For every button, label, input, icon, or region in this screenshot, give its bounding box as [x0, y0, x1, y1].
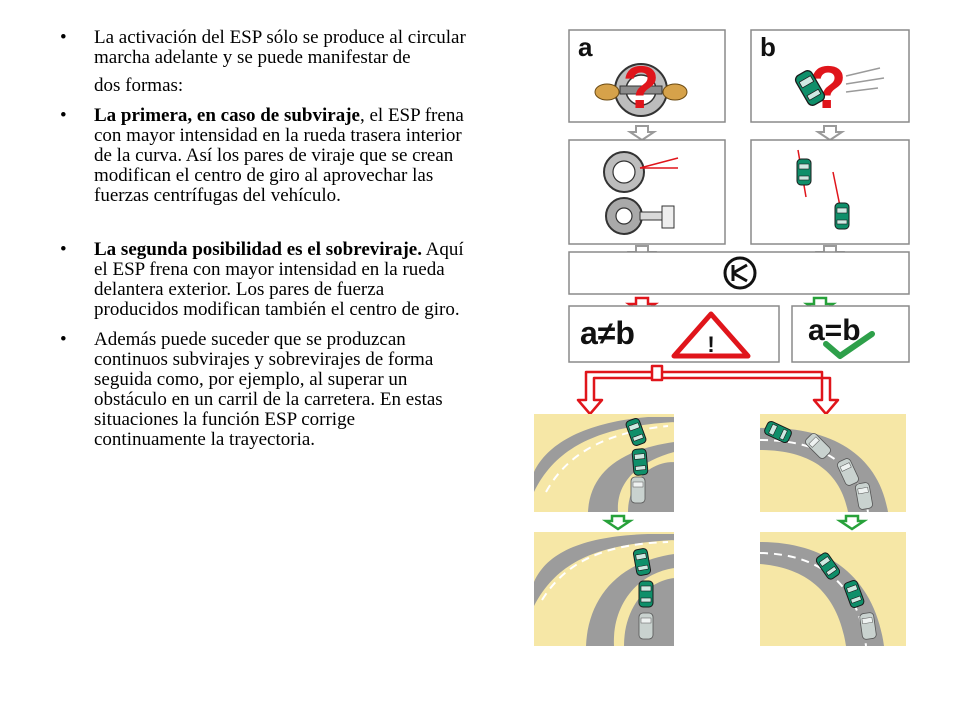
- bullet-intro-continuation: dos formas:: [94, 75, 184, 96]
- road-scene-top-left: [534, 414, 674, 512]
- arrow-down-icon: [814, 125, 846, 142]
- motion-lines-icon: [845, 67, 885, 93]
- bullet-sobreviraje-text: Aquí el ESP frena con mayor intensidad e…: [94, 239, 464, 320]
- hands-icon: [594, 83, 688, 101]
- bullet-sobreviraje-bold: La segunda posibilidad es el sobreviraje…: [94, 239, 422, 260]
- warning-triangle-icon: !: [671, 311, 751, 359]
- compare-unequal-label: a≠b: [580, 315, 635, 351]
- bullet-intro: • La activación del ESP sólo se produce …: [56, 28, 468, 68]
- green-arrow-icon: [601, 514, 635, 531]
- panel-a: a ?: [568, 29, 726, 123]
- control-unit-panel: [568, 251, 910, 295]
- control-unit-icon: [723, 256, 757, 290]
- bullet-ademas-text: Además puede suceder que se produzcan co…: [94, 329, 443, 450]
- bullet-symbol: •: [60, 239, 67, 260]
- arrow-down-icon: [626, 125, 658, 142]
- esp-diagram: a ? b ?: [528, 22, 918, 648]
- panel-b-yaw: [750, 139, 910, 245]
- bullet-sobreviraje: • La segunda posibilidad es el sobrevira…: [56, 240, 468, 320]
- label-a: a: [578, 32, 593, 62]
- esp-diagram-svg: a ? b ?: [534, 29, 910, 647]
- bullet-symbol: •: [60, 329, 67, 350]
- bullet-ademas: • Además puede suceder que se produzcan …: [56, 330, 468, 450]
- slide-text: • La activación del ESP sólo se produce …: [56, 28, 468, 450]
- road-scene-top-right: [759, 414, 906, 513]
- check-icon: [823, 331, 875, 359]
- bullet-intro-text: La activación del ESP sólo se produce al…: [94, 27, 466, 68]
- panel-b: b ?: [750, 29, 910, 123]
- steering-angle-icon: [603, 151, 679, 193]
- panel-b-frame: [750, 29, 910, 123]
- bullet-subviraje: • La primera, en caso de subviraje, el E…: [56, 106, 468, 206]
- bullet-subviraje-bold: La primera, en caso de subviraje: [94, 105, 360, 126]
- bullet-symbol: •: [60, 105, 67, 126]
- road-scene-bottom-left: [534, 532, 674, 646]
- panel-equal: a=b: [791, 305, 910, 363]
- svg-text:!: !: [707, 332, 714, 357]
- panel-unequal: a≠b !: [568, 305, 780, 363]
- branch-arrow-icon: [576, 364, 840, 416]
- panel-a-sensors: [568, 139, 726, 245]
- car-icon: [796, 158, 812, 186]
- bullet-symbol: •: [60, 27, 67, 48]
- wheel-sensor-icon: [605, 197, 675, 235]
- bullet-subviraje-text: , el ESP frena con mayor intensidad en l…: [94, 105, 464, 206]
- road-scene-bottom-right: [759, 532, 906, 647]
- label-b: b: [760, 32, 776, 62]
- question-mark-icon: ?: [623, 54, 660, 121]
- compare-equal-label: a=b: [808, 314, 861, 347]
- green-arrow-icon: [835, 514, 869, 531]
- steering-wheel-icon: [614, 63, 668, 117]
- car-icon: [834, 202, 850, 230]
